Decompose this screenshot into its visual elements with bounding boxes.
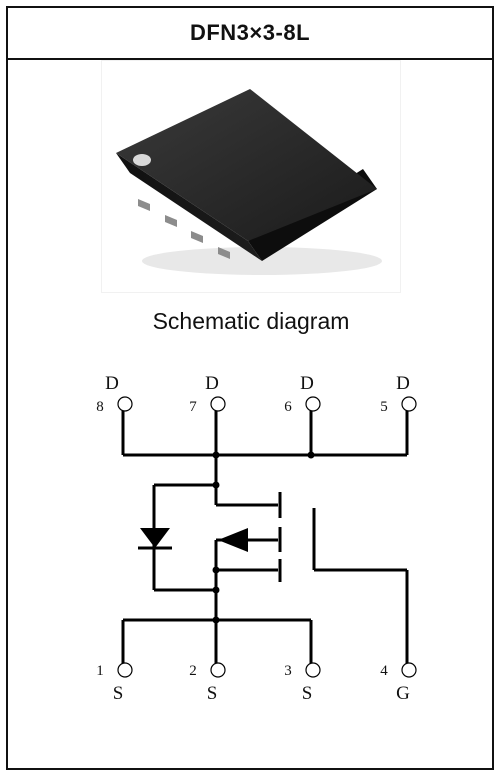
pin-7-pad: [210, 396, 226, 412]
pin-4-label: G: [396, 683, 410, 704]
junction-dots: [212, 451, 315, 624]
package-image: [101, 60, 401, 293]
diagram-frame: DFN3×3-8L: [6, 6, 494, 770]
pin-3-label: S: [302, 683, 313, 704]
pin-2-label: S: [207, 683, 218, 704]
pin-8: D 8: [96, 373, 133, 415]
pin-1-number: 1: [96, 663, 104, 679]
pin-1-label: S: [113, 683, 124, 704]
pin-5-label: D: [396, 373, 410, 394]
pin-7-number: 7: [189, 399, 197, 415]
pin-3: 3 S: [284, 662, 321, 704]
package-title: DFN3×3-8L: [189, 20, 311, 45]
pin-8-pad: [117, 396, 133, 412]
schematic-wires: [121, 410, 409, 664]
pin-3-number: 3: [284, 663, 292, 679]
body-arrow-icon: [218, 528, 248, 552]
pin-5-number: 5: [380, 399, 388, 415]
pin-7: D 7: [189, 373, 226, 415]
pin-6-pad: [305, 396, 321, 412]
title-bar: DFN3×3-8L: [8, 8, 492, 60]
pin-6-number: 6: [284, 399, 292, 415]
schematic-heading: Schematic diagram: [152, 308, 350, 334]
pin-8-number: 8: [96, 399, 104, 415]
pin-5: D 5: [380, 373, 417, 415]
pin-1: 1 S: [96, 662, 133, 704]
pin-3-pad: [305, 662, 321, 678]
pin-2-pad: [210, 662, 226, 678]
pin-1-pad: [117, 662, 133, 678]
pin-6-label: D: [300, 373, 314, 394]
diode-triangle-icon: [140, 528, 170, 548]
pin-7-label: D: [205, 373, 219, 394]
pin-5-pad: [401, 396, 417, 412]
pin-6: D 6: [284, 373, 321, 415]
pin-8-label: D: [105, 373, 119, 394]
pin-2-number: 2: [189, 663, 197, 679]
dfn-chip-illustration: [116, 89, 382, 275]
pin-4-number: 4: [380, 663, 388, 679]
pin-2: 2 S: [189, 662, 226, 704]
pin-4: 4 G: [380, 662, 417, 704]
pin-4-pad: [401, 662, 417, 678]
